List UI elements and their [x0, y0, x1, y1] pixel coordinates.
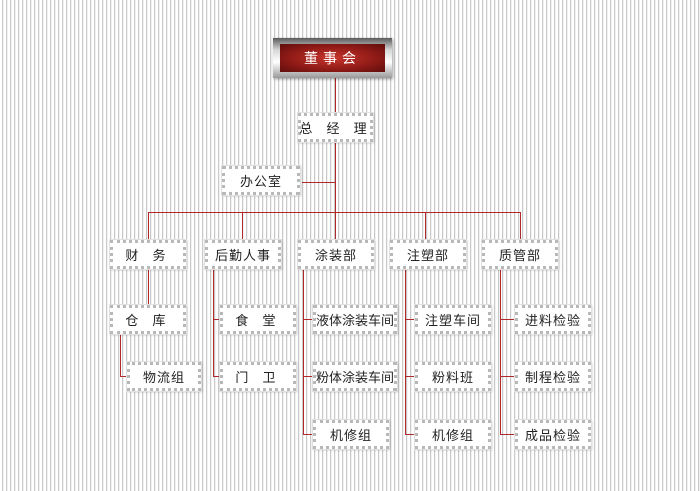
general-manager-node: 总 经 理	[297, 112, 374, 143]
connector-line	[335, 78, 336, 113]
sub-process-inspection: 制程检验	[514, 361, 592, 392]
connector-line	[303, 376, 313, 377]
sub-guard: 门 卫	[219, 361, 297, 392]
connector-line	[425, 212, 426, 240]
connector-line	[500, 434, 515, 435]
dept-quality: 质管部	[481, 239, 559, 270]
office-node: 办公室	[221, 165, 301, 196]
sub-canteen: 食 堂	[219, 304, 297, 335]
sub-warehouse: 仓 库	[109, 304, 187, 335]
connector-line	[500, 319, 515, 320]
sub-maintenance: 机修组	[414, 419, 492, 450]
dept-finance: 财 务	[109, 239, 187, 270]
connector-line	[302, 182, 335, 183]
connector-line	[148, 212, 520, 213]
connector-line	[500, 270, 501, 434]
connector-line	[500, 376, 515, 377]
sub-incoming-inspection: 进料检验	[514, 304, 592, 335]
dept-logistics-hr: 后勤人事	[204, 239, 282, 270]
sub-powder-coating: 粉体涂装车间	[312, 361, 398, 392]
connector-line	[520, 212, 521, 240]
connector-line	[303, 319, 313, 320]
sub-final-inspection: 成品检验	[514, 419, 592, 450]
board-node: 董事会	[273, 38, 392, 78]
connector-line	[148, 212, 149, 240]
dept-injection: 注塑部	[389, 239, 467, 270]
connector-line	[405, 270, 406, 434]
sub-injection-workshop: 注塑车间	[414, 304, 492, 335]
connector-line	[120, 334, 121, 376]
dept-coating: 涂装部	[297, 239, 375, 270]
connector-line	[335, 141, 336, 240]
connector-line	[405, 434, 415, 435]
sub-logistics-group: 物流组	[126, 361, 202, 392]
connector-line	[303, 270, 304, 434]
connector-line	[303, 434, 313, 435]
connector-line	[148, 270, 149, 305]
sub-liquid-coating: 液体涂装车间	[312, 304, 398, 335]
connector-line	[213, 319, 220, 320]
connector-line	[405, 319, 415, 320]
connector-line	[242, 212, 243, 240]
board-label: 董事会	[280, 44, 385, 72]
sub-powder-team: 粉料班	[414, 361, 492, 392]
sub-maintenance: 机修组	[312, 419, 390, 450]
connector-line	[405, 376, 415, 377]
connector-line	[120, 376, 128, 377]
connector-line	[213, 376, 220, 377]
connector-line	[213, 270, 214, 376]
